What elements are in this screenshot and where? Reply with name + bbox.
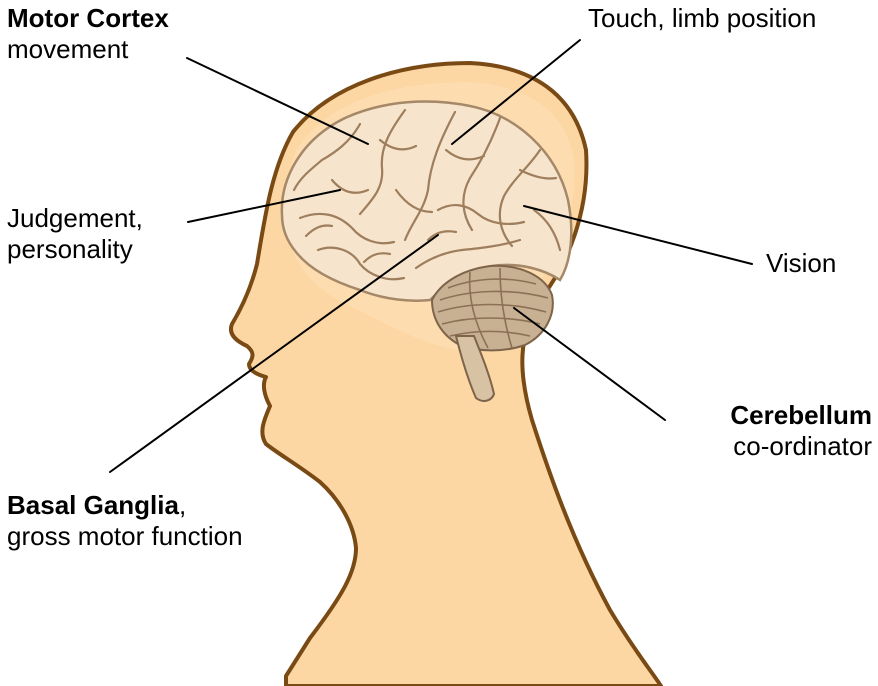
label-judgement-line2: personality xyxy=(7,234,133,264)
label-judgement: Judgement, personality xyxy=(7,203,143,265)
label-basal-ganglia-title: Basal Ganglia xyxy=(7,490,179,520)
label-cerebellum: Cerebellum co-ordinator xyxy=(730,400,872,462)
leader-line-cerebellum xyxy=(514,308,665,420)
label-vision-text: Vision xyxy=(766,248,836,278)
label-motor-cortex-desc: movement xyxy=(7,34,128,64)
label-motor-cortex-title: Motor Cortex xyxy=(7,3,169,33)
label-basal-ganglia-desc: gross motor function xyxy=(7,521,243,551)
label-touch: Touch, limb position xyxy=(588,3,816,34)
label-basal-ganglia-suffix: , xyxy=(179,490,186,520)
label-cerebellum-title: Cerebellum xyxy=(730,400,872,430)
label-motor-cortex: Motor Cortex movement xyxy=(7,3,169,65)
label-vision: Vision xyxy=(766,248,836,279)
label-cerebellum-desc: co-ordinator xyxy=(733,431,872,461)
label-judgement-line1: Judgement, xyxy=(7,203,143,233)
label-basal-ganglia: Basal Ganglia, gross motor function xyxy=(7,490,243,552)
label-touch-text: Touch, limb position xyxy=(588,3,816,33)
